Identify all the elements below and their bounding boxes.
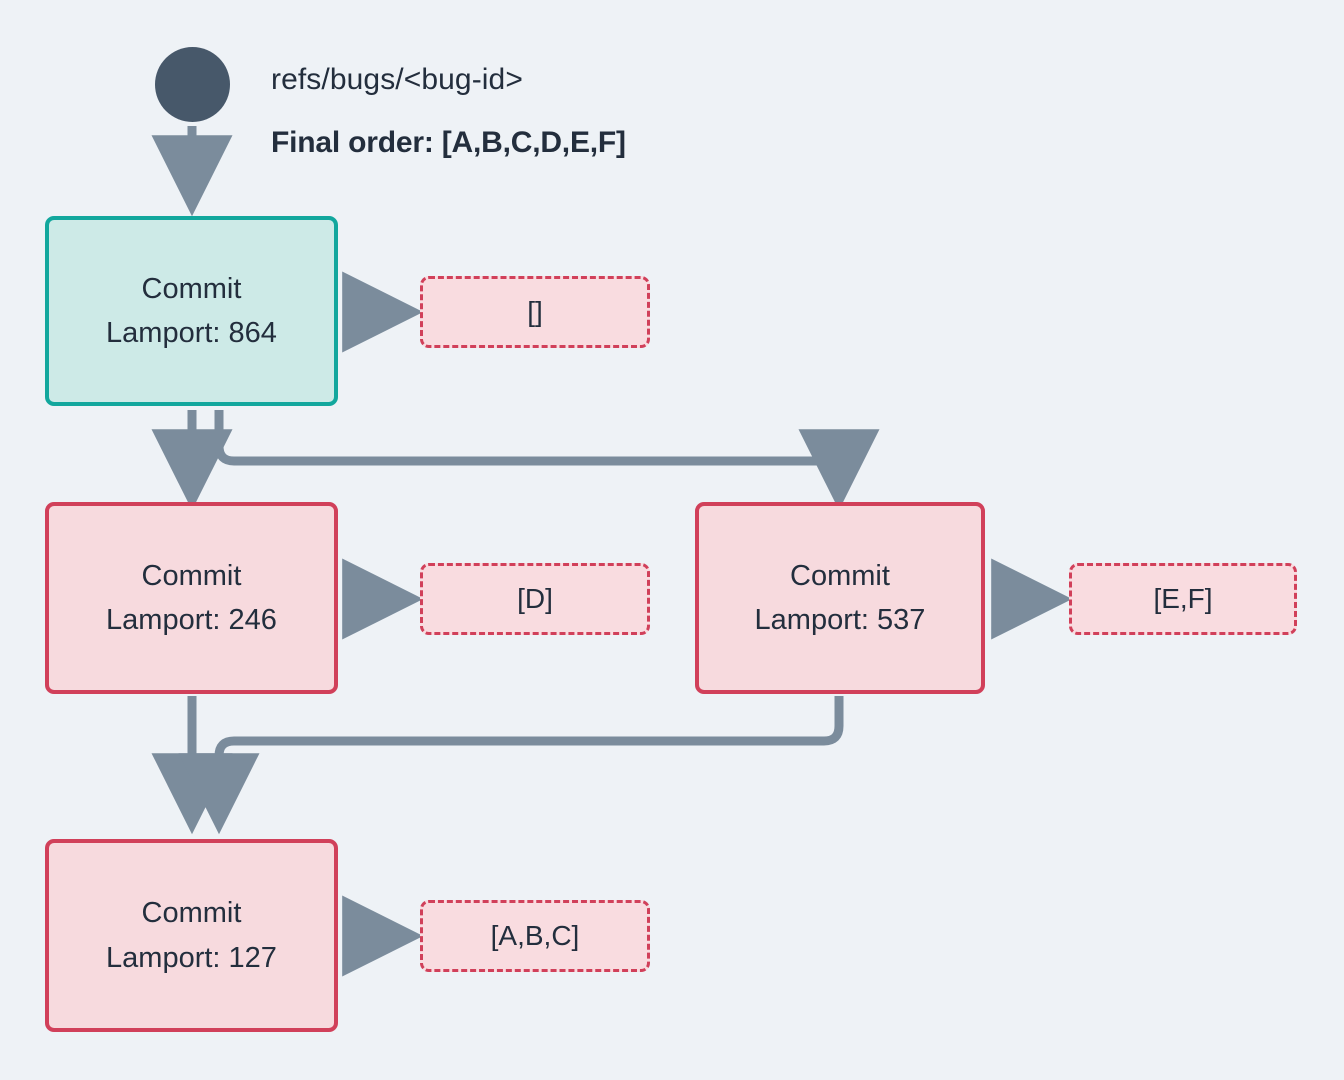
payload-box-864-label: [] <box>527 296 543 327</box>
commit-node-246-title: Commit <box>141 559 242 592</box>
commit-node-127-lamport: Lamport: 127 <box>106 941 277 974</box>
final-order-label: Final order: [A,B,C,D,E,F] <box>271 126 626 159</box>
commit-node-246-lamport: Lamport: 246 <box>106 604 277 636</box>
payload-box-127-label: [A,B,C] <box>490 920 580 951</box>
commit-node-127-title: Commit <box>141 897 242 930</box>
commit-node-864-lamport: Lamport: 864 <box>106 317 277 349</box>
commit-node-127[interactable]: Commit Lamport: 127 <box>45 839 338 1032</box>
commit-node-864[interactable]: Commit Lamport: 864 <box>45 216 338 406</box>
root-ref-node[interactable] <box>155 47 230 122</box>
commit-node-537-lamport: Lamport: 537 <box>754 604 926 636</box>
edge-537-to-127 <box>178 696 844 835</box>
payload-box-246-label: [D] <box>517 583 553 614</box>
payload-box-127[interactable]: [A,B,C] <box>420 900 650 972</box>
ref-path-label: refs/bugs/<bug-id> <box>271 63 523 96</box>
commit-node-537[interactable]: Commit Lamport: 537 <box>695 502 985 694</box>
commit-node-246[interactable]: Commit Lamport: 246 <box>45 502 338 694</box>
payload-box-864[interactable]: [] <box>420 276 650 348</box>
commit-node-537-title: Commit <box>790 559 890 592</box>
payload-box-246[interactable]: [D] <box>420 563 650 635</box>
commit-node-864-title: Commit <box>141 272 242 305</box>
edge-864-to-537 <box>214 410 880 511</box>
payload-box-537[interactable]: [E,F] <box>1069 563 1297 635</box>
payload-box-537-label: [E,F] <box>1153 583 1213 614</box>
